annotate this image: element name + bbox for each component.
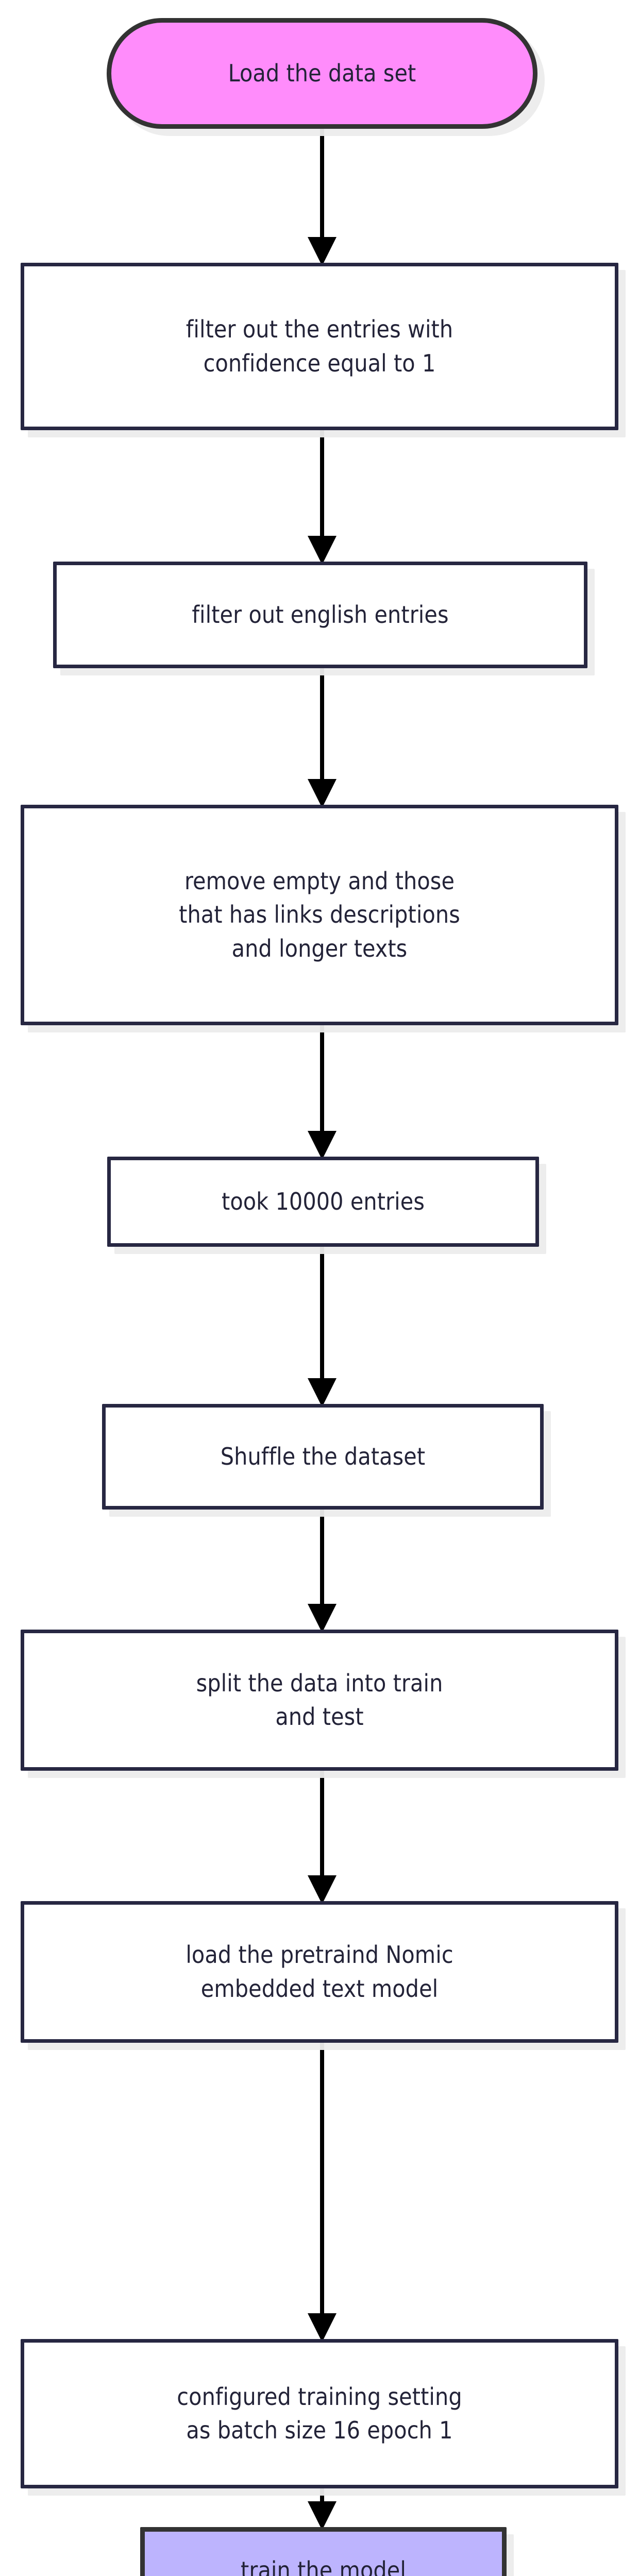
- node-label: configured training setting as batch siz…: [177, 2382, 462, 2444]
- node-split-train-test[interactable]: split the data into train and test: [21, 1630, 618, 1771]
- node-label: split the data into train and test: [196, 1669, 443, 1731]
- node-took-10000-entries[interactable]: took 10000 entries: [107, 1157, 539, 1247]
- node-load-the-data-set[interactable]: Load the data set: [107, 18, 537, 129]
- node-train-the-model[interactable]: train the model: [140, 2527, 507, 2576]
- node-remove-empty-links-long[interactable]: remove empty and those that has links de…: [21, 805, 618, 1025]
- node-label: remove empty and those that has links de…: [179, 867, 460, 962]
- node-label: took 10000 entries: [222, 1187, 425, 1215]
- node-shuffle-the-dataset[interactable]: Shuffle the dataset: [102, 1404, 544, 1510]
- node-label: filter out english entries: [192, 600, 449, 629]
- node-label: train the model: [241, 2556, 406, 2576]
- node-filter-english-entries[interactable]: filter out english entries: [53, 562, 587, 668]
- node-configure-training-settings[interactable]: configured training setting as batch siz…: [21, 2339, 618, 2488]
- node-label: filter out the entries with confidence e…: [186, 315, 453, 377]
- node-load-nomic-embedding-model[interactable]: load the pretraind Nomic embedded text m…: [21, 1901, 618, 2043]
- node-label: Load the data set: [228, 59, 416, 87]
- node-filter-confidence[interactable]: filter out the entries with confidence e…: [21, 263, 618, 430]
- node-label: Shuffle the dataset: [220, 1442, 426, 1470]
- node-label: load the pretraind Nomic embedded text m…: [186, 1941, 453, 2003]
